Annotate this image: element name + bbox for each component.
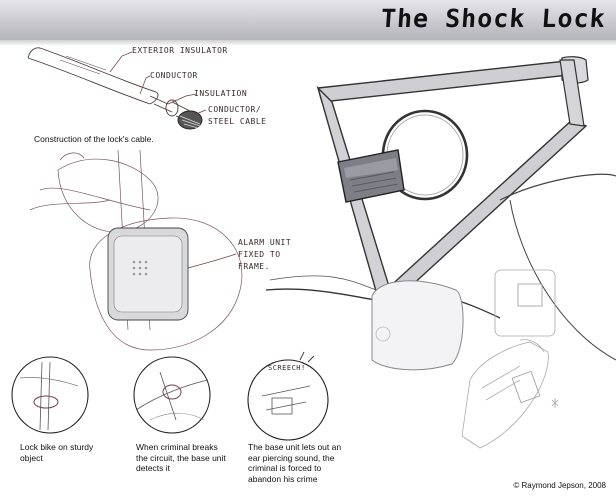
alarm-label-line2: fixed to — [238, 250, 281, 259]
step-circle-2 — [133, 356, 211, 434]
alarm-label-line3: frame. — [238, 262, 270, 271]
step-circle-1 — [11, 356, 89, 434]
product-sketches — [461, 269, 559, 449]
step-2-caption: When criminal breaks the circuit, the ba… — [136, 442, 226, 473]
step-1-caption: Lock bike on sturdy object — [20, 442, 94, 463]
step-circle-3 — [247, 351, 329, 441]
cable-sketch — [27, 47, 203, 130]
copyright-notice: © Raymond Jepson, 2008 — [513, 481, 606, 490]
step-3-caption: The base unit lets out an ear piercing s… — [248, 442, 342, 484]
cable-label-conductor-line2: Steel cable — [208, 117, 267, 126]
cable-caption: Construction of the lock's cable. — [34, 134, 154, 144]
cable-label-conductor: Conductor — [150, 71, 198, 80]
cable-label-exterior-insulator: Exterior insulator — [132, 46, 228, 55]
screech-text: Screech! — [268, 364, 306, 372]
cable-label-conductor-line1: Conductor/ — [208, 105, 262, 114]
cable-leader-lines — [109, 51, 207, 115]
alarm-unit-render — [371, 280, 464, 371]
lock-head-render — [337, 149, 405, 203]
cable-label-insulation: Insulation — [194, 89, 248, 98]
banner-shadow — [0, 40, 616, 46]
title-banner — [0, 0, 616, 40]
alarm-unit-sketch — [107, 227, 237, 321]
alarm-label-line1: Alarm unit — [238, 238, 292, 247]
